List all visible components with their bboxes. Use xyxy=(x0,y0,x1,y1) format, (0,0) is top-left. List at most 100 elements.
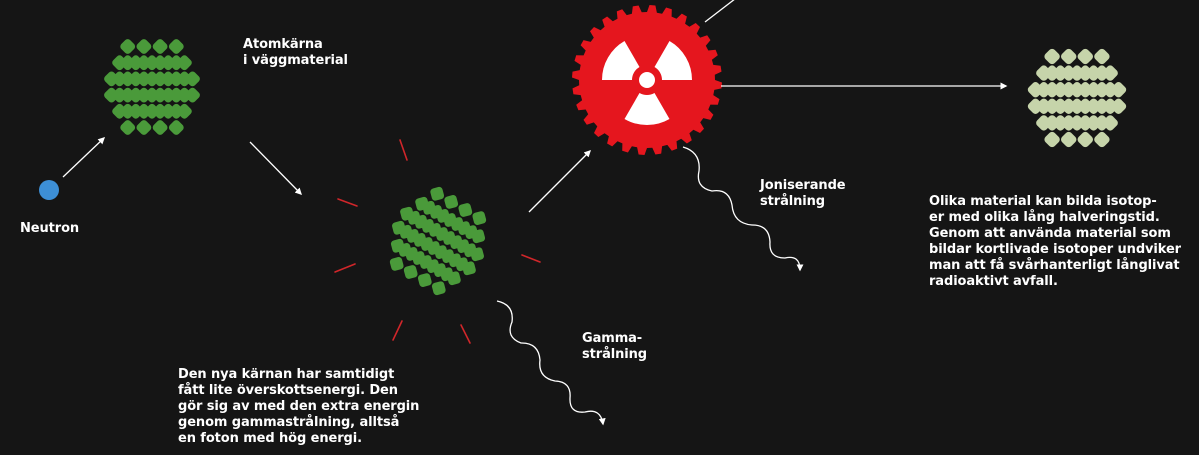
nucleon xyxy=(112,87,127,103)
arrow-radioactive-up xyxy=(704,0,735,23)
nucleon xyxy=(144,87,160,103)
nucleon xyxy=(1061,131,1077,148)
nucleon xyxy=(1102,98,1118,114)
nucleon xyxy=(112,55,127,71)
nucleon xyxy=(1094,131,1110,148)
arrow-neutron-to-nucleus xyxy=(62,137,106,178)
nucleon xyxy=(1094,115,1110,131)
radiation-trefoil-icon xyxy=(602,41,693,126)
nucleon xyxy=(389,257,404,271)
arrow-nucleus-to-excited xyxy=(249,141,302,195)
radioactive-nucleus xyxy=(572,5,722,155)
wavy-emissions xyxy=(496,146,804,426)
nucleon xyxy=(104,71,119,87)
ionizing-ray-wave xyxy=(682,146,804,272)
nucleon xyxy=(400,206,414,221)
nucleon xyxy=(1085,98,1102,114)
nucleon xyxy=(1061,115,1077,131)
nucleon xyxy=(136,120,152,135)
nucleon xyxy=(1052,65,1069,81)
wall-nucleus xyxy=(104,39,200,135)
nucleon xyxy=(444,195,459,209)
nucleon xyxy=(1077,131,1093,148)
nucleon xyxy=(1052,98,1069,114)
nucleon xyxy=(168,103,184,119)
nucleon xyxy=(1044,48,1060,65)
nucleon xyxy=(1077,48,1093,65)
nucleon xyxy=(1085,65,1102,81)
nucleon xyxy=(399,224,413,239)
nucleon xyxy=(1069,65,1085,81)
nucleon xyxy=(177,55,192,71)
nucleon xyxy=(1061,82,1077,98)
nucleon xyxy=(1036,98,1052,114)
nucleon xyxy=(1036,65,1052,81)
nucleon xyxy=(136,71,152,87)
nucleon xyxy=(152,71,168,87)
nucleon xyxy=(1102,65,1118,81)
nucleon xyxy=(1044,115,1060,131)
process-arrows xyxy=(62,0,1008,213)
nucleon xyxy=(1069,98,1085,114)
nucleon xyxy=(443,213,457,227)
nucleon xyxy=(168,39,184,54)
nucleon xyxy=(431,281,446,296)
nucleon xyxy=(430,186,445,201)
nucleon xyxy=(1044,131,1060,148)
nucleon xyxy=(120,71,136,87)
neutron-label: Neutron xyxy=(20,221,80,236)
nucleon xyxy=(456,239,470,253)
nucleon xyxy=(413,233,427,247)
nucleon xyxy=(429,205,443,219)
nucleon xyxy=(1094,48,1110,65)
nucleon xyxy=(185,71,200,87)
nucleon xyxy=(471,229,486,244)
nucleon xyxy=(152,120,168,135)
nucleon xyxy=(120,39,136,54)
nucleon xyxy=(414,214,428,229)
nucleon xyxy=(1094,82,1110,98)
nucleon xyxy=(427,241,441,255)
isotope-note: Olika material kan bilda isotop- er med … xyxy=(929,194,1181,289)
nucleon xyxy=(1110,82,1127,98)
nucleon xyxy=(1077,115,1093,131)
nucleon xyxy=(470,247,484,262)
nucleon xyxy=(160,87,176,103)
nucleon xyxy=(397,243,412,257)
nucleon xyxy=(472,211,487,225)
nucleon xyxy=(1044,82,1060,98)
nucleon xyxy=(455,257,469,272)
nucleon xyxy=(120,103,136,119)
nucleon xyxy=(120,120,136,135)
gamma-emission-burst xyxy=(334,139,541,344)
ionizing-label: Joniserande strålning xyxy=(760,178,846,209)
nucleon xyxy=(441,249,455,263)
nucleon xyxy=(428,223,442,237)
nucleon xyxy=(128,55,144,71)
stable-nucleus xyxy=(1027,48,1127,148)
nucleon xyxy=(136,39,152,54)
arrow-excited-to-radioactive xyxy=(528,150,591,213)
excited-nucleus xyxy=(389,186,487,296)
nucleon xyxy=(128,87,144,103)
excited-nucleus-note: Den nya kärnan har samtidigt fått lite ö… xyxy=(178,367,420,446)
nucleus-label: Atomkärna i väggmaterial xyxy=(243,37,348,68)
neutron-icon xyxy=(39,180,59,200)
nucleon xyxy=(160,55,176,71)
nucleon xyxy=(1077,82,1093,98)
nucleon xyxy=(403,265,418,279)
nucleon xyxy=(168,71,184,87)
gamma-ray-wave xyxy=(496,300,606,426)
nucleon xyxy=(1027,82,1044,98)
gamma-label: Gamma- strålning xyxy=(582,331,647,362)
nucleon xyxy=(440,267,454,282)
nucleon xyxy=(411,251,426,265)
nucleon xyxy=(144,55,160,71)
nucleon xyxy=(415,196,429,211)
nucleon xyxy=(168,120,184,135)
nucleon xyxy=(442,231,456,245)
nucleon xyxy=(136,103,152,119)
nucleon xyxy=(457,221,472,235)
